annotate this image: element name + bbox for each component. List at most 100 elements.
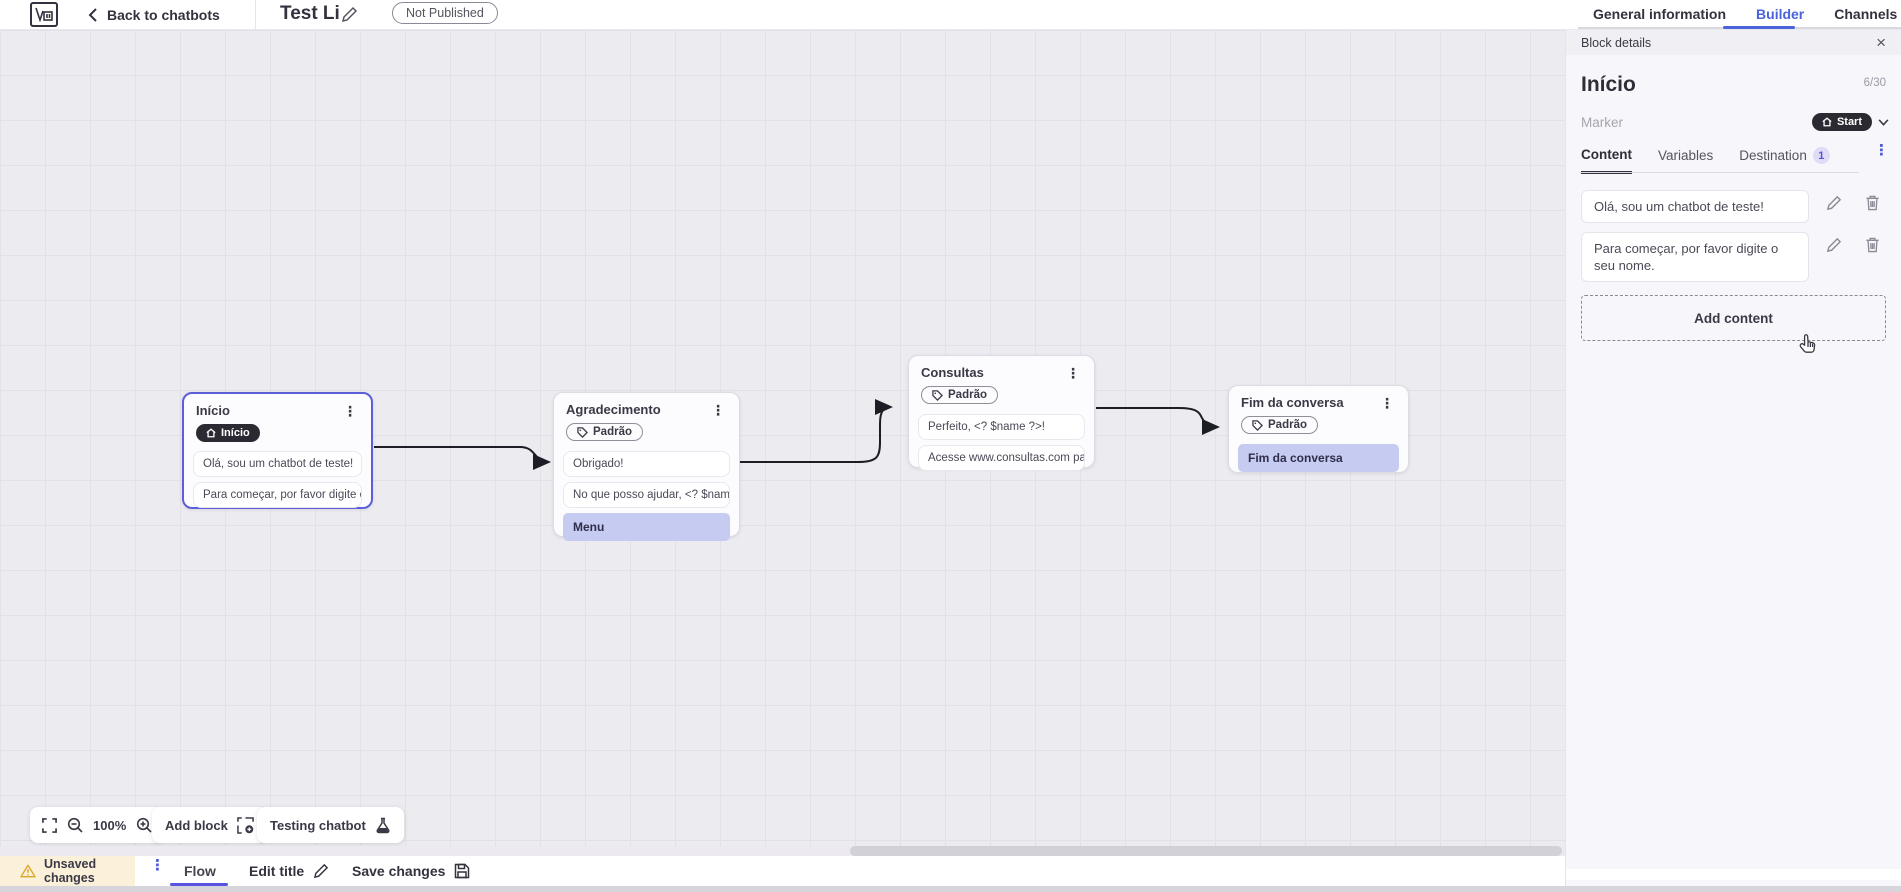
- flow-kebab-icon[interactable]: ⋮: [150, 857, 165, 874]
- tab-content[interactable]: Content: [1581, 147, 1632, 175]
- char-counter: 6/30: [1863, 77, 1886, 89]
- zoom-out-icon[interactable]: [67, 817, 83, 833]
- block-name-field[interactable]: Início: [1581, 73, 1636, 96]
- panel-bottom-strip: [1566, 869, 1901, 880]
- testing-chatbot-label: Testing chatbot: [270, 817, 366, 833]
- flow-canvas[interactable]: Início ⋮ Início Olá, sou um chatbot de t…: [0, 30, 1565, 856]
- edit-title-button[interactable]: Edit title: [249, 856, 329, 886]
- node-content-item[interactable]: Acesse www.consultas.com par...: [918, 444, 1085, 471]
- zoom-in-icon[interactable]: [136, 817, 152, 833]
- edit-content-pencil-icon[interactable]: [1826, 237, 1842, 253]
- content-row: Olá, sou um chatbot de teste!: [1581, 190, 1886, 223]
- save-changes-button[interactable]: Save changes: [352, 856, 470, 886]
- content-row: Para começar, por favor digite o seu nom…: [1581, 232, 1886, 282]
- content-text-card[interactable]: Olá, sou um chatbot de teste!: [1581, 190, 1809, 223]
- edit-content-pencil-icon[interactable]: [1826, 195, 1842, 211]
- node-content-item[interactable]: Obrigado!: [563, 450, 730, 477]
- delete-content-trash-icon[interactable]: [1865, 195, 1880, 211]
- node-menu-item[interactable]: Menu: [563, 512, 730, 541]
- node-menu-kebab-icon[interactable]: ⋮: [1380, 394, 1394, 411]
- chevron-down-icon: [1878, 118, 1889, 126]
- tag-icon: [577, 426, 588, 438]
- bot-title: Test Li: [280, 3, 340, 24]
- tab-flow[interactable]: Flow: [184, 863, 216, 879]
- node-title: Agradecimento: [566, 402, 661, 417]
- padrao-badge: Padrão: [566, 423, 643, 441]
- node-content-item[interactable]: Para começar, por favor digite o ...: [193, 482, 362, 508]
- add-block-icon: [237, 816, 254, 834]
- node-menu-kebab-icon[interactable]: ⋮: [1066, 364, 1080, 381]
- add-content-button[interactable]: Add content: [1581, 295, 1886, 341]
- fit-screen-icon[interactable]: [42, 817, 57, 833]
- tab-destination[interactable]: Destination 1: [1739, 147, 1830, 173]
- home-icon: [1822, 117, 1832, 127]
- panel-kebab-icon[interactable]: ⋮: [1874, 142, 1889, 159]
- canvas-hscrollbar-track: [0, 846, 1565, 856]
- app-logo-icon[interactable]: [30, 2, 58, 27]
- canvas-hscrollbar-thumb[interactable]: [850, 846, 1562, 856]
- close-icon[interactable]: ×: [1876, 33, 1886, 52]
- pencil-icon: [313, 863, 329, 879]
- node-fim-da-conversa[interactable]: Fim da conversa ⋮ Padrão Fim da conversa: [1228, 385, 1409, 473]
- node-end-item[interactable]: Fim da conversa: [1238, 443, 1399, 472]
- panel-tabs: Content Variables Destination 1 ⋮: [1566, 142, 1901, 175]
- back-label: Back to chatbots: [107, 7, 220, 23]
- edge-inicio-agradecimento: [374, 446, 551, 470]
- back-to-chatbots-button[interactable]: Back to chatbots: [88, 0, 220, 30]
- tag-icon: [1252, 419, 1263, 431]
- panel-tabs-underline: [1579, 171, 1859, 173]
- panel-header: Block details ×: [1566, 30, 1901, 55]
- block-details-panel: Block details × Início 6/30 Marker Start…: [1565, 30, 1901, 886]
- add-block-button[interactable]: Add block: [152, 807, 267, 843]
- testing-chatbot-button[interactable]: Testing chatbot: [257, 807, 404, 843]
- content-text-card[interactable]: Para começar, por favor digite o seu nom…: [1581, 232, 1809, 282]
- padrao-badge: Padrão: [921, 386, 998, 404]
- content-list: Olá, sou um chatbot de teste! Para começ…: [1566, 173, 1901, 282]
- start-marker-pill: Start: [1811, 113, 1872, 131]
- node-title: Consultas: [921, 365, 984, 380]
- edge-agradecimento-consultas: [740, 399, 893, 463]
- delete-content-trash-icon[interactable]: [1865, 237, 1880, 253]
- start-marker-badge: Início: [196, 424, 260, 442]
- top-bar: Back to chatbots Test Li Not Published G…: [0, 0, 1901, 30]
- tab-variables[interactable]: Variables: [1658, 148, 1714, 163]
- edit-bot-title-pencil-icon[interactable]: [341, 6, 358, 23]
- active-tab-underline: [1723, 26, 1795, 29]
- tab-general-information[interactable]: General information: [1593, 6, 1727, 22]
- warning-icon: [20, 864, 36, 878]
- tab-channels[interactable]: Channels: [1834, 6, 1898, 22]
- flow-tab-underline: [170, 883, 228, 886]
- save-icon: [454, 863, 470, 879]
- builder-top-tabs: General information Builder Channels: [1593, 0, 1897, 28]
- zoom-level: 100%: [93, 817, 127, 833]
- node-title: Início: [196, 403, 230, 418]
- topbar-divider: [255, 0, 256, 30]
- node-agradecimento[interactable]: Agradecimento ⋮ Padrão Obrigado! No que …: [553, 392, 740, 541]
- marker-label: Marker: [1581, 114, 1624, 130]
- padrao-badge: Padrão: [1241, 416, 1318, 434]
- node-title: Fim da conversa: [1241, 395, 1344, 410]
- unsaved-changes-indicator: Unsaved changes: [0, 856, 135, 886]
- tab-builder[interactable]: Builder: [1756, 6, 1805, 22]
- add-block-label: Add block: [165, 817, 228, 833]
- hand-cursor-icon: [1797, 333, 1818, 357]
- page-bottom-strip: [0, 886, 1901, 892]
- panel-header-title: Block details: [1581, 35, 1652, 50]
- node-content-item[interactable]: Olá, sou um chatbot de teste!: [193, 451, 362, 477]
- tag-icon: [932, 389, 943, 401]
- node-menu-kebab-icon[interactable]: ⋮: [711, 401, 725, 418]
- home-icon: [206, 428, 216, 438]
- edge-consultas-fim: [1096, 407, 1220, 435]
- flask-icon: [375, 817, 391, 834]
- node-content-item[interactable]: No que posso ajudar, <? $name ...: [563, 481, 730, 508]
- marker-select[interactable]: Start: [1811, 113, 1889, 131]
- node-consultas[interactable]: Consultas ⋮ Padrão Perfeito, <? $name ?>…: [908, 355, 1095, 471]
- unsaved-changes-label: Unsaved changes: [44, 857, 97, 885]
- node-content-item[interactable]: Perfeito, <? $name ?>!: [918, 413, 1085, 440]
- zoom-controls: 100%: [30, 807, 165, 843]
- back-chevron-icon: [88, 8, 97, 22]
- node-menu-kebab-icon[interactable]: ⋮: [343, 402, 357, 419]
- status-badge: Not Published: [392, 2, 498, 24]
- node-inicio[interactable]: Início ⋮ Início Olá, sou um chatbot de t…: [182, 392, 373, 509]
